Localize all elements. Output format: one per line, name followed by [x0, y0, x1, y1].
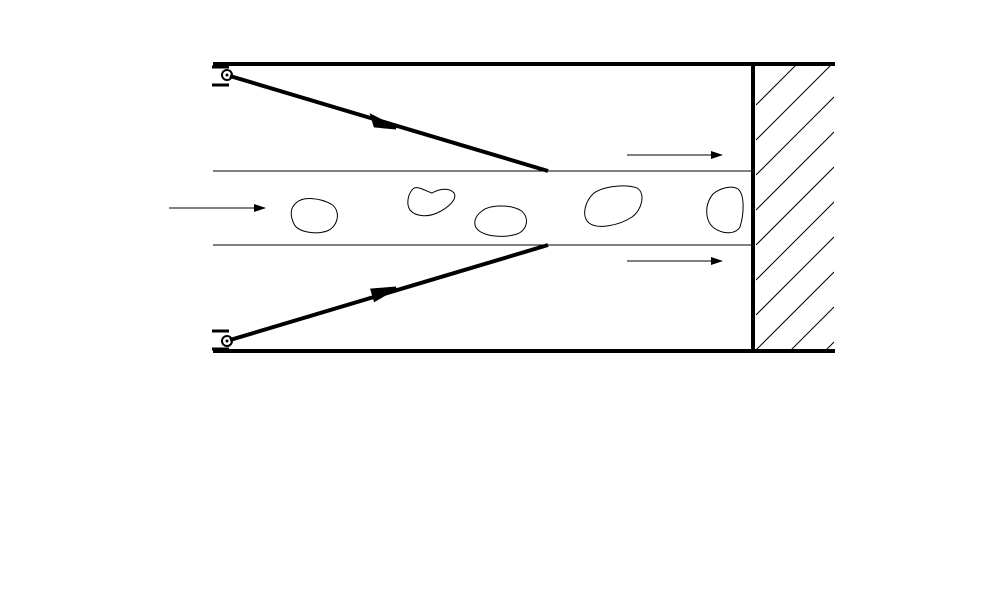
lower-jet	[229, 243, 549, 342]
lower-nozzle	[212, 329, 233, 351]
particle-3	[474, 205, 527, 237]
particle-1	[290, 198, 338, 234]
hatched-end-wall	[751, 64, 834, 351]
particle-5	[706, 186, 744, 234]
particle-4	[584, 185, 643, 227]
particle-2	[407, 187, 456, 217]
upper-jet	[229, 74, 549, 173]
upper-nozzle	[212, 65, 233, 87]
